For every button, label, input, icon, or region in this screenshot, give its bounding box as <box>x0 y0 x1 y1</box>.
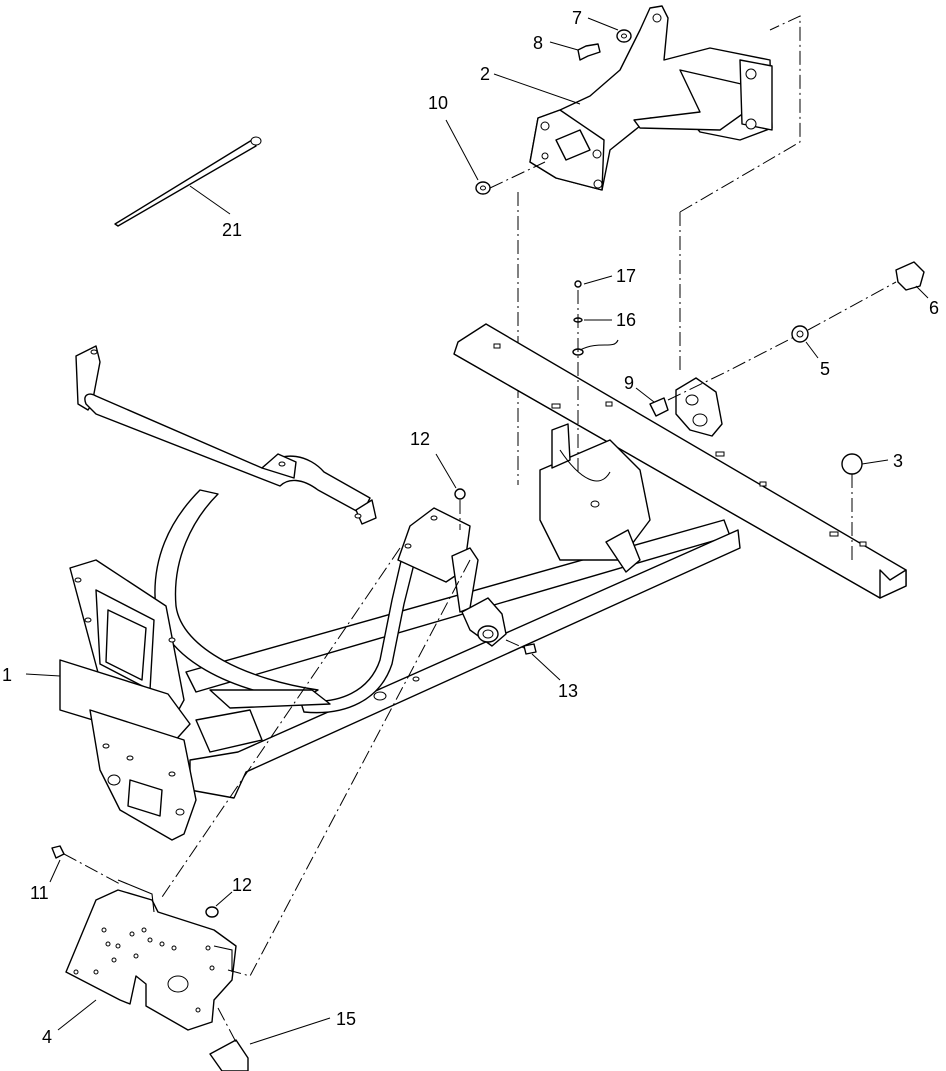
leader-lines <box>25 17 929 1045</box>
callout-12-lower: 12 <box>232 875 252 895</box>
assembly-line <box>217 1007 237 1043</box>
assembly-line <box>489 161 546 189</box>
callout-7: 7 <box>572 8 582 28</box>
main-frame <box>185 423 741 799</box>
callout-11: 11 <box>30 883 49 903</box>
bolt-6 <box>895 261 925 291</box>
bolt-8 <box>577 43 601 61</box>
mount-bracket <box>529 5 773 191</box>
callout-16: 16 <box>616 310 636 330</box>
callout-labels: 1 2 3 4 5 6 7 8 9 10 11 12 12 13 15 16 1… <box>2 8 939 1047</box>
block-15 <box>209 1039 249 1071</box>
assembly-line <box>227 559 471 977</box>
bolt-9 <box>649 397 669 417</box>
callout-5: 5 <box>820 359 830 379</box>
callout-21: 21 <box>222 220 242 240</box>
front-hitch-bracket <box>59 559 197 841</box>
assembly-line <box>679 15 801 213</box>
callout-17: 17 <box>616 266 636 286</box>
callout-15: 15 <box>336 1009 356 1029</box>
lower-mount-plate <box>65 879 237 1031</box>
assembly-line <box>159 547 401 901</box>
callout-9: 9 <box>624 373 634 393</box>
callout-2: 2 <box>480 64 490 84</box>
nut-12-lower <box>205 906 219 918</box>
assembly-line <box>505 639 525 649</box>
assembly-line <box>63 853 121 885</box>
cable-tie <box>114 136 262 227</box>
callout-12-upper: 12 <box>410 429 430 449</box>
rear-cross-member <box>453 323 907 599</box>
knob-3 <box>841 453 863 475</box>
screw-13 <box>523 643 537 655</box>
callout-10: 10 <box>428 93 448 113</box>
washer-7 <box>616 29 632 43</box>
callout-8: 8 <box>533 33 543 53</box>
assembly-line <box>807 281 897 331</box>
nut-10 <box>475 181 491 195</box>
wire-16-17 <box>572 280 619 356</box>
seat-support-tube <box>75 345 419 714</box>
callout-6: 6 <box>929 298 939 318</box>
callout-3: 3 <box>893 451 903 471</box>
callout-4: 4 <box>42 1027 52 1047</box>
callout-13: 13 <box>558 681 578 701</box>
fastener-11 <box>51 845 65 859</box>
pivot-bracket <box>451 547 507 647</box>
callout-1: 1 <box>2 665 12 685</box>
washer-5 <box>791 325 809 343</box>
nut-12-upper <box>454 488 466 500</box>
